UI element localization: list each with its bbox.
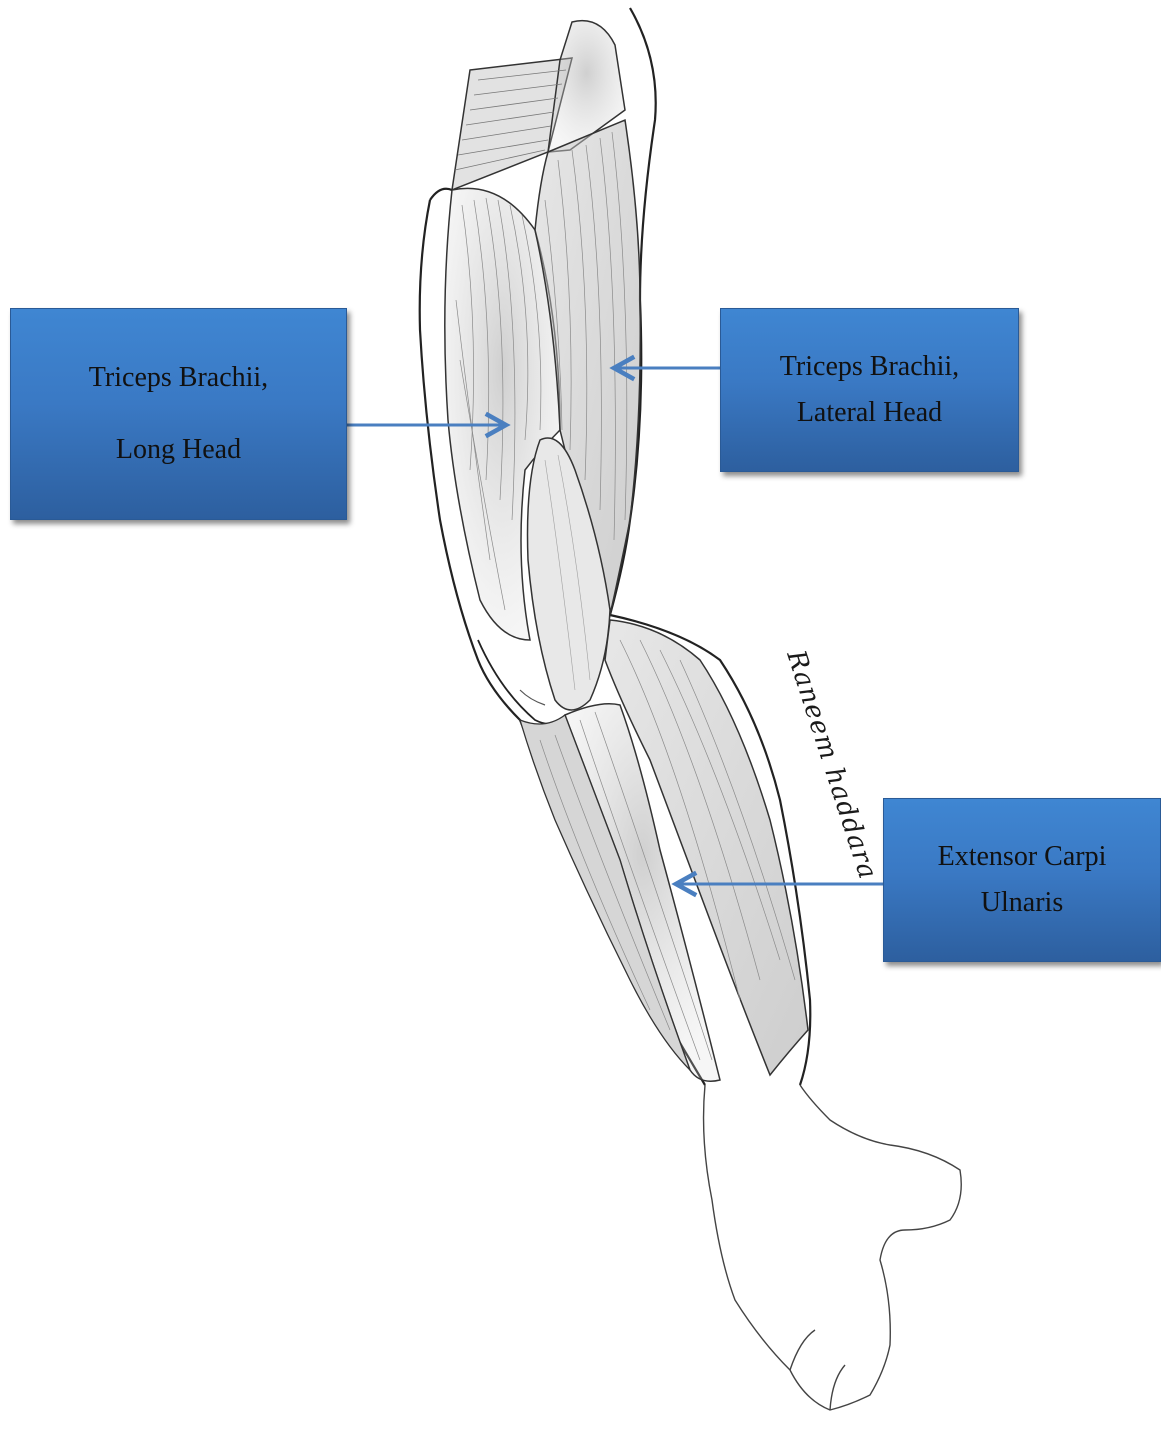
label-line-1: Extensor Carpi (884, 841, 1160, 873)
label-line-2: Ulnaris (884, 887, 1160, 919)
label-line-2: Lateral Head (721, 397, 1018, 429)
label-line-2: Long Head (11, 434, 346, 466)
label-extensor-carpi-ulnaris: Extensor Carpi Ulnaris (883, 798, 1161, 962)
label-triceps-lateral-head: Triceps Brachii, Lateral Head (720, 308, 1019, 472)
label-line-1: Triceps Brachii, (721, 351, 1018, 383)
label-line-1: Triceps Brachii, (11, 362, 346, 394)
label-triceps-long-head: Triceps Brachii, Long Head (10, 308, 347, 520)
hand-outline (704, 1085, 962, 1410)
